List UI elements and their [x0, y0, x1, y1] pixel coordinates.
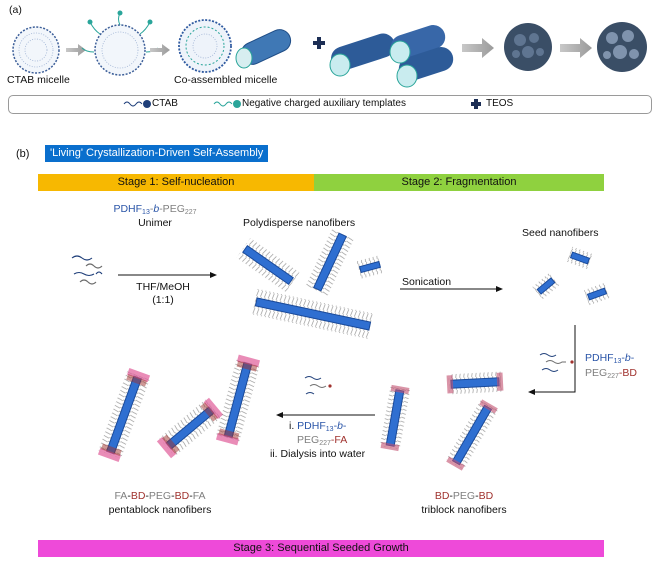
cdsa-schematic — [71, 227, 611, 471]
ctab-legend-label: CTAB — [152, 98, 178, 109]
ctab-micelle-graphic — [12, 26, 60, 74]
fa-chains-graphic — [304, 376, 332, 395]
lcdsa-banner: 'Living' Crystallization-Driven Self-Ass… — [45, 145, 269, 162]
fa-polymer-line2: PEG227-FA — [297, 434, 348, 447]
sonication-label: Sonication — [402, 276, 452, 288]
legend-box — [8, 95, 652, 114]
stage3-bar: Stage 3: Sequential Seeded Growth — [38, 540, 604, 557]
micelle-with-templates-graphic — [81, 10, 159, 76]
co-assembled-micelle-label: Co-assembled micelle — [174, 74, 278, 86]
rod-micelle-graphic — [235, 29, 292, 69]
dendritic-nanoparticle-graphic — [597, 22, 647, 72]
fa-polymer-line1: i. PDHF13-b- — [289, 420, 347, 433]
stage1-bar: Stage 1: Self-nucleation — [38, 174, 314, 191]
teos-legend-label: TEOS — [486, 98, 514, 109]
micelle-schematic — [12, 10, 647, 88]
unimer-chains-graphic — [71, 255, 103, 285]
pentablock-formula: FA-BD-PEG-BD-FA — [114, 490, 206, 502]
seed-label: Seed nanofibers — [522, 227, 599, 239]
pentablock-nanofibers-graphic — [97, 354, 261, 462]
bd-polymer-line2: PEG227-BD — [585, 367, 637, 380]
ctab-micelle-label: CTAB micelle — [7, 74, 70, 86]
polydisperse-nanofibers-graphic — [236, 227, 384, 340]
pentablock-label: pentablock nanofibers — [108, 504, 212, 516]
bd-polymer-line1: PDHF13-b- — [585, 352, 635, 365]
seed-nanofibers-graphic — [532, 246, 611, 306]
co-assembled-micelle-graphic — [178, 19, 232, 73]
panel-b-label: (b) — [16, 148, 30, 160]
unimer-formula: PDHF13-b-PEG227 — [113, 203, 197, 216]
solvent-label: THF/MeOH — [136, 281, 190, 293]
triblock-nanofibers-graphic — [379, 371, 504, 471]
bd-growth-arrow — [535, 325, 576, 393]
ctab-legend-icon — [123, 100, 151, 108]
panel-a-label: (a) — [9, 4, 22, 16]
unimer-label: Unimer — [138, 217, 172, 229]
dialysis-label: ii. Dialysis into water — [270, 448, 366, 460]
bd-chains-graphic — [539, 353, 574, 372]
auxiliary-template-legend-label: Negative charged auxiliary templates — [242, 98, 406, 109]
silica-nanoparticle-graphic — [504, 23, 552, 71]
stage2-bar: Stage 2: Fragmentation — [314, 174, 604, 191]
polydisperse-label: Polydisperse nanofibers — [243, 217, 356, 229]
teos-legend-icon — [471, 99, 481, 109]
auxiliary-template-legend-icon — [213, 100, 241, 108]
teos-plus-icon — [313, 37, 325, 49]
triblock-formula: BD-PEG-BD — [434, 490, 494, 502]
triblock-label: triblock nanofibers — [421, 504, 507, 516]
solvent-ratio: (1:1) — [152, 294, 174, 306]
rod-bundle-graphic — [329, 25, 454, 88]
